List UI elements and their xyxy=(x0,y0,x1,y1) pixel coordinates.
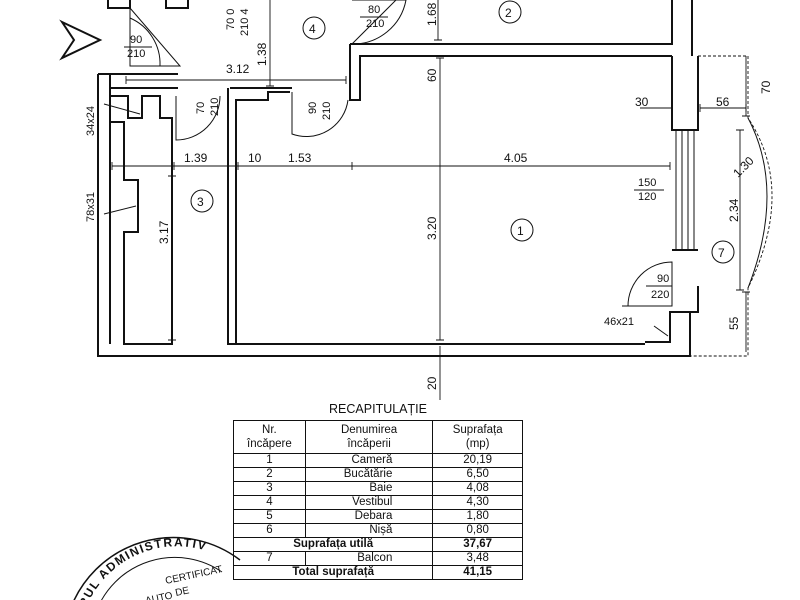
dimension-label: 1.38 xyxy=(255,42,269,66)
cell-nr: 6 xyxy=(233,523,306,538)
header-nr: Nr. încăpere xyxy=(233,420,306,454)
cell-area: 6,50 xyxy=(432,467,523,482)
cell-area: 20,19 xyxy=(432,453,523,468)
door-label: 220 xyxy=(651,289,669,301)
svg-text:3: 3 xyxy=(197,195,204,209)
cell-nr: 3 xyxy=(233,481,306,496)
official-stamp: RUL ADMINISTRATIV CERTIFICAT DE AUTO xyxy=(73,535,241,600)
room-number-4: 4 xyxy=(302,16,326,40)
door-label: 210 xyxy=(127,48,145,60)
svg-text:2: 2 xyxy=(505,6,512,20)
header-name: Denumirea încăperii xyxy=(304,420,434,454)
cell-nr: 7 xyxy=(233,551,306,566)
cell-area: 3,48 xyxy=(432,551,523,566)
cell-nr: 5 xyxy=(233,509,306,524)
cell-useful-value: 37,67 xyxy=(432,537,523,552)
dimension-label: 4.05 xyxy=(504,151,528,165)
dimension-label: 30 xyxy=(635,95,649,109)
door-label: 150 xyxy=(638,177,656,189)
summary-table: Nr. încăpere Denumirea încăperii Suprafa… xyxy=(232,420,523,580)
svg-text:CERTIFICAT: CERTIFICAT xyxy=(164,564,223,587)
door-label: 90 xyxy=(307,102,319,114)
cell-room-name: Baie xyxy=(304,481,434,496)
svg-text:4: 4 xyxy=(309,22,316,36)
room-number-2: 2 xyxy=(498,0,522,24)
dimension-label: 10 xyxy=(248,151,262,165)
cell-useful-label: Suprafața utilă xyxy=(232,537,434,552)
cell-nr: 1 xyxy=(233,453,306,468)
door-label: 80 xyxy=(368,4,380,16)
cell-room-name: Debara xyxy=(304,509,434,524)
niche-label: 78x31 xyxy=(85,192,97,222)
niche-label: 46x21 xyxy=(604,316,634,328)
cell-total-label: Total suprafață xyxy=(232,565,434,580)
dimension-label: 3.12 xyxy=(226,62,250,76)
table-title: RECAPITULAȚIE xyxy=(329,402,427,416)
dimension-label: 60 xyxy=(425,68,439,82)
dimension-label: 3.20 xyxy=(425,216,439,240)
cell-nr: 4 xyxy=(233,495,306,510)
cell-room-name: Bucătărie xyxy=(304,467,434,482)
svg-text:1: 1 xyxy=(517,224,524,238)
cell-room-name: Balcon xyxy=(304,551,434,566)
door-label: 70 xyxy=(195,102,207,114)
door-label: 90 xyxy=(657,273,669,285)
dimension-label: 3.17 xyxy=(157,220,171,244)
room-number-3: 3 xyxy=(190,189,214,213)
header-area: Suprafața (mp) xyxy=(432,420,523,454)
dimension-label: 56 xyxy=(716,95,730,109)
cell-room-name: Cameră xyxy=(304,453,434,468)
outer-wall xyxy=(97,74,691,357)
cell-nr: 2 xyxy=(233,467,306,482)
door-label: 210 xyxy=(366,18,384,30)
cell-area: 4,30 xyxy=(432,495,523,510)
dimension-label: 55 xyxy=(727,316,741,330)
svg-text:AUTO: AUTO xyxy=(144,590,173,600)
dimension-label: 20 xyxy=(425,376,439,390)
cell-area: 1,80 xyxy=(432,509,523,524)
room-number-1: 1 xyxy=(510,218,534,242)
cell-room-name: Nișă xyxy=(304,523,434,538)
door-label: 210 xyxy=(209,98,221,116)
cell-total-value: 41,15 xyxy=(432,565,523,580)
dimension-label: 2.34 xyxy=(727,198,741,222)
door-label: 120 xyxy=(638,191,656,203)
room-number-7: 7 xyxy=(711,240,735,264)
dimension-label: 1.39 xyxy=(184,151,208,165)
door-label: 70 0 xyxy=(225,9,237,30)
door-label: 210 4 xyxy=(239,8,251,36)
cell-area: 0,80 xyxy=(432,523,523,538)
svg-text:7: 7 xyxy=(718,246,725,260)
cell-area: 4,08 xyxy=(432,481,523,496)
cell-room-name: Vestibul xyxy=(304,495,434,510)
door-label: 90 xyxy=(130,34,142,46)
door-label: 210 xyxy=(321,102,333,120)
niche-label: 34x24 xyxy=(85,106,97,136)
svg-text:DE: DE xyxy=(174,585,190,599)
entry-arrow-icon xyxy=(59,19,103,61)
dimension-label: 1.68 xyxy=(425,2,439,26)
dimension-label: 1.53 xyxy=(288,151,312,165)
dimension-label: 1.30 xyxy=(730,153,757,180)
dimension-label: 70 xyxy=(759,80,773,94)
